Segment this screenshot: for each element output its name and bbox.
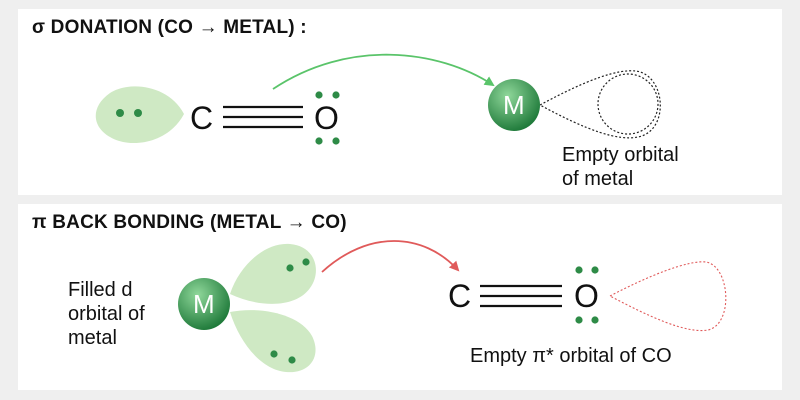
lone-pair-electron [116, 109, 124, 117]
d-electron [288, 356, 296, 364]
filled-d-lobe-upper [230, 243, 316, 304]
oxygen-electron [591, 266, 599, 274]
oxygen-electron [332, 137, 340, 145]
pi-backbonding-panel: π BACK BONDING (METAL → CO) [18, 204, 782, 390]
filled-d-label-line2: orbital of [68, 303, 145, 325]
oxygen-symbol: O [314, 100, 339, 136]
oxygen-electron [575, 316, 583, 324]
empty-orbital-caption-line1: Empty orbital [562, 144, 679, 166]
oxygen-electron [575, 266, 583, 274]
pi-backbonding-arrow [321, 240, 460, 273]
sigma-donation-panel: σ DONATION (CO → METAL) : [18, 9, 782, 195]
sigma-diagram [95, 53, 661, 145]
sigma-donation-arrow [272, 53, 495, 90]
oxygen-electron [332, 91, 340, 99]
filled-d-label-line1: Filled d [68, 279, 133, 301]
filled-d-label-line3: metal [68, 327, 117, 349]
oxygen-electron [315, 137, 323, 145]
empty-pi-star-orbital [608, 261, 727, 332]
d-electron [270, 350, 278, 358]
empty-orbital-caption-line2: of metal [562, 168, 634, 190]
carbon-symbol: C [190, 100, 214, 136]
oxygen-electron [591, 316, 599, 324]
metal-symbol: M [193, 289, 215, 319]
oxygen-symbol: O [574, 278, 599, 314]
pi-diagram [178, 240, 727, 373]
metal-atom [488, 79, 540, 131]
sigma-donation-title: σ DONATION (CO → METAL) : [32, 17, 307, 38]
filled-d-lobe-lower [230, 310, 316, 373]
pi-backbonding-title: π BACK BONDING (METAL → CO) [32, 212, 347, 233]
d-electron [286, 264, 294, 272]
lone-pair-electron [134, 109, 142, 117]
empty-pi-star-caption: Empty π* orbital of CO [470, 345, 672, 367]
metal-atom [178, 278, 230, 330]
oxygen-electron [315, 91, 323, 99]
d-electron [302, 258, 310, 266]
carbon-symbol: C [448, 278, 472, 314]
metal-symbol: M [503, 90, 525, 120]
empty-orbital-circle [597, 73, 659, 135]
